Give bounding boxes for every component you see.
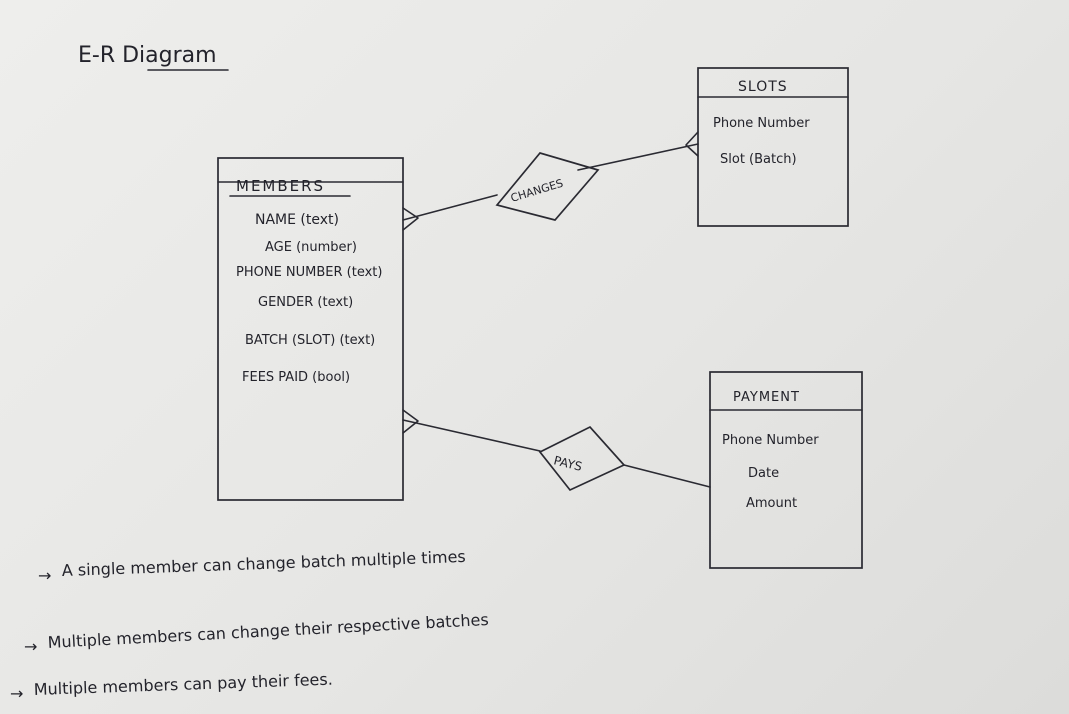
pays-payment-line <box>623 464 711 488</box>
members-attr-age: AGE (number) <box>265 240 357 255</box>
note-arrow-1: → <box>38 566 51 585</box>
members-title: MEMBERS <box>236 177 325 195</box>
payment-attr-phone: Phone Number <box>722 433 819 448</box>
entity-members: MEMBERS NAME (text) AGE (number) PHONE N… <box>217 157 404 501</box>
members-box <box>217 157 404 501</box>
members-attr-batch: BATCH (SLOT) (text) <box>245 333 375 348</box>
slots-title: SLOTS <box>738 79 788 95</box>
slots-attr-slot: Slot (Batch) <box>720 152 797 167</box>
members-attr-gender: GENDER (text) <box>258 295 353 310</box>
members-changes-line <box>402 194 498 221</box>
pays-diamond <box>538 425 626 492</box>
relationship-pays: PAYS <box>402 409 711 492</box>
pays-label: PAYS <box>552 453 583 474</box>
changes-diamond <box>495 152 600 221</box>
diagram-title: E-R Diagram <box>78 43 217 68</box>
note-1: A single member can change batch multipl… <box>61 547 466 580</box>
members-changes-crowsfoot <box>402 207 419 231</box>
payment-attr-amount: Amount <box>746 496 797 511</box>
members-pays-line <box>402 419 541 452</box>
payment-attr-date: Date <box>748 466 779 481</box>
members-attr-name: NAME (text) <box>255 212 339 228</box>
slots-changes-crowsfoot <box>685 131 699 157</box>
entity-payment: PAYMENT Phone Number Date Amount <box>709 371 863 569</box>
entity-slots: SLOTS Phone Number Slot (Batch) <box>697 67 849 227</box>
note-arrow-2: → <box>24 637 37 656</box>
members-pays-crowsfoot <box>402 409 419 434</box>
relationship-changes: CHANGES <box>402 131 699 231</box>
notes: → A single member can change batch multi… <box>10 547 489 703</box>
payment-title: PAYMENT <box>733 390 800 405</box>
note-2: Multiple members can change their respec… <box>47 610 489 652</box>
slots-attr-phone: Phone Number <box>713 116 810 131</box>
payment-box <box>709 371 863 569</box>
note-arrow-3: → <box>10 684 23 703</box>
members-attr-fees: FEES PAID (bool) <box>242 370 350 385</box>
slots-box <box>697 67 849 227</box>
changes-slots-line <box>577 143 699 171</box>
note-3: Multiple members can pay their fees. <box>33 670 333 699</box>
members-attr-phone: PHONE NUMBER (text) <box>236 265 382 280</box>
